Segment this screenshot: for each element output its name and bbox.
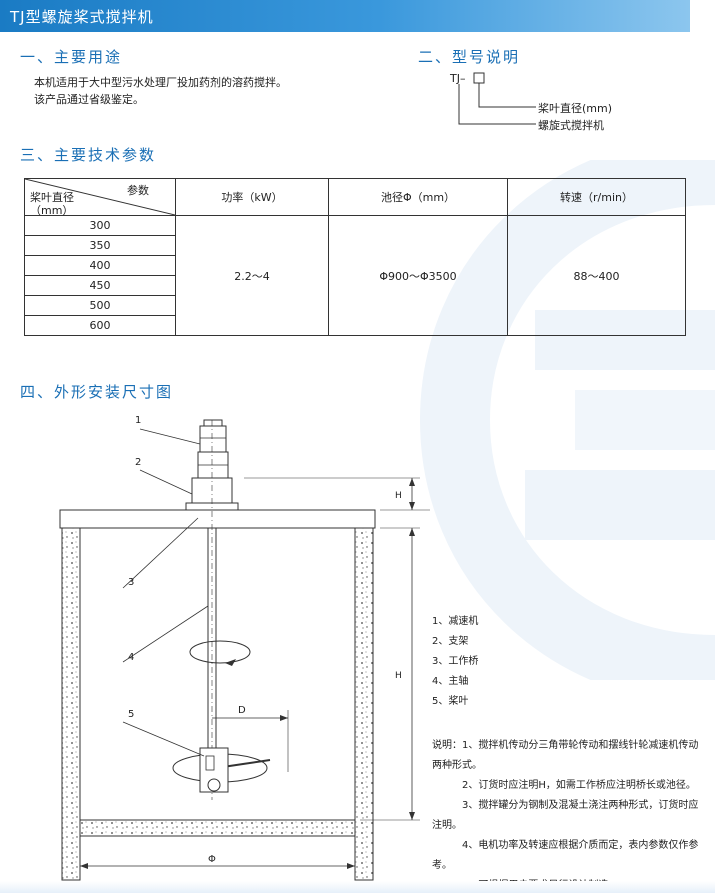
legend-item: 5、桨叶 (432, 696, 469, 707)
drawing-heading: 四、外形安装尺寸图 (20, 383, 174, 401)
table-header-row: 参数 桨叶直径（mm） 功率（kW） 池径Φ（mm） 转速（r/min） (24, 178, 686, 217)
note-4: 4、电机功率及转速应根据介质而定，表内参数仅作参考。 (432, 840, 699, 871)
work-bridge (59, 509, 376, 529)
header-diameter: 桨叶直径（mm） (30, 191, 74, 217)
diameter-cell: 600 (24, 315, 176, 336)
model-label-type: 螺旋式搅拌机 (538, 119, 604, 132)
callout-2: 2 (135, 457, 141, 468)
usage-line-2: 该产品通过省级鉴定。 (34, 93, 144, 106)
model-label-diameter: 桨叶直径(mm) (538, 102, 613, 115)
diameter-cell: 450 (24, 275, 176, 296)
dim-d: D (238, 705, 246, 716)
diameter-cell: 400 (24, 255, 176, 276)
diameter-cell: 350 (24, 235, 176, 256)
diag-header-cell: 参数 桨叶直径（mm） (24, 178, 176, 217)
dim-phi: Φ (208, 854, 216, 865)
header-param: 参数 (127, 184, 149, 197)
callout-3: 3 (128, 577, 134, 588)
usage-heading: 一、主要用途 (20, 48, 123, 66)
main-shaft (207, 527, 217, 751)
dim-h-big: H (395, 671, 402, 681)
title-bar: TJ型螺旋桨式搅拌机 (0, 0, 690, 32)
notes: 说明：1、搅拌机传动分三角带轮传动和摆线针轮减速机传动两种形式。 2、订货时应注… (432, 736, 702, 896)
power-cell: 2.2～4 (175, 215, 329, 336)
note-3: 3、搅拌罐分为钢制及混凝土浇注两种形式，订货时应注明。 (432, 800, 699, 831)
legend-item: 2、支架 (432, 636, 469, 647)
tank-bottom (79, 819, 356, 837)
header-power: 功率（kW） (175, 178, 329, 216)
note-1: 说明：1、搅拌机传动分三角带轮传动和摆线针轮减速机传动两种形式。 (432, 740, 699, 771)
callout-5: 5 (128, 709, 134, 720)
legend-item: 3、工作桥 (432, 656, 479, 667)
usage-line-1: 本机适用于大中型污水处理厂投加药剂的溶药搅拌。 (34, 76, 287, 89)
model-code: TJ– (450, 72, 466, 85)
header-pool: 池径Φ（mm） (328, 178, 508, 216)
table-row: 600 (24, 315, 686, 336)
callout-1: 1 (135, 415, 141, 426)
table-row: 300 2.2～4 Φ900～Φ3500 88～400 (24, 215, 686, 336)
parts-legend: 1、减速机 2、支架 3、工作桥 4、主轴 5、桨叶 (432, 612, 478, 712)
page-title: TJ型螺旋桨式搅拌机 (10, 8, 154, 26)
legend-item: 1、减速机 (432, 616, 479, 627)
pool-cell: Φ900～Φ3500 (328, 215, 508, 336)
left-wall (61, 527, 81, 881)
callout-4: 4 (128, 652, 134, 663)
params-heading: 三、主要技术参数 (20, 146, 157, 164)
model-heading: 二、型号说明 (418, 48, 521, 66)
bottom-strip (0, 881, 715, 893)
header-speed: 转速（r/min） (507, 178, 686, 216)
right-wall (354, 527, 374, 881)
diameter-cell: 500 (24, 295, 176, 316)
legend-item: 4、主轴 (432, 676, 469, 687)
installation-drawing: D 1 2 3 4 5 H H Φ (59, 415, 430, 881)
note-2: 2、订货时应注明H，如需工作桥应注明桥长或池径。 (462, 780, 696, 791)
speed-cell: 88～400 (507, 215, 686, 336)
params-table: 参数 桨叶直径（mm） 功率（kW） 池径Φ（mm） 转速（r/min） 300… (24, 178, 686, 336)
diameter-cell: 300 (24, 215, 176, 236)
model-diagram (458, 72, 536, 125)
dim-h-small: H (395, 491, 402, 501)
